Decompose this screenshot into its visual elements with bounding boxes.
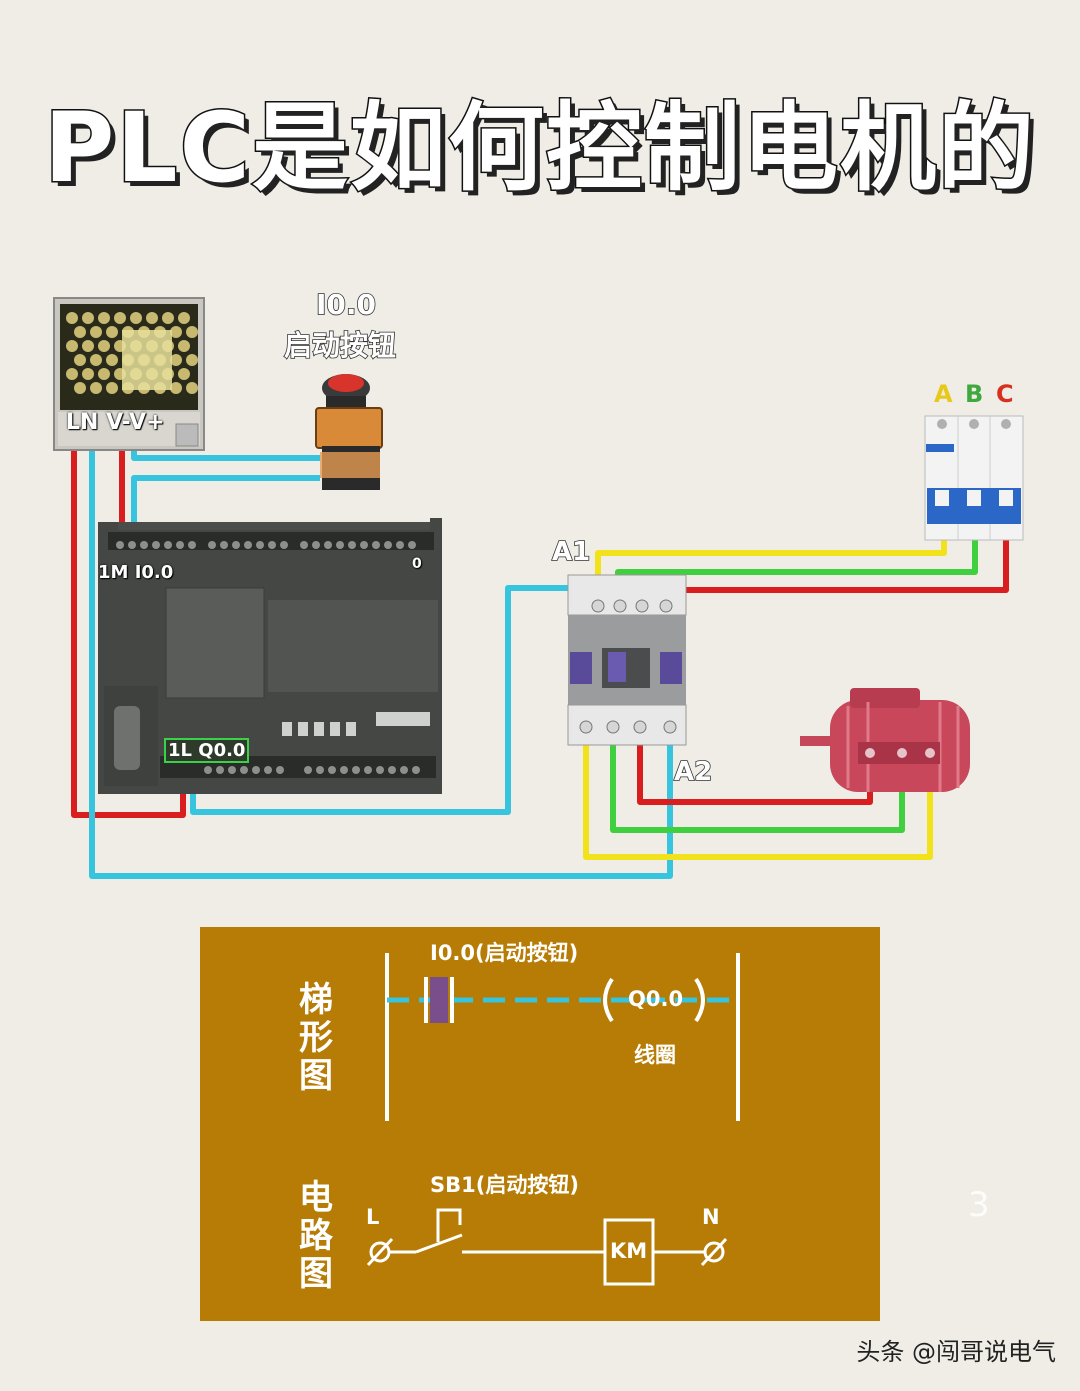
power-supply	[53, 297, 205, 451]
wire-phase-yellow-bottom	[583, 735, 933, 860]
page-title: PLC是如何控制电机的	[43, 91, 1036, 206]
wiring-diagram	[53, 297, 1024, 879]
phase-c-label: C	[996, 380, 1014, 408]
plc-zero-label: 0	[412, 556, 422, 572]
button-address-label: I0.0	[315, 287, 377, 322]
circuit-right-label: N	[702, 1205, 720, 1229]
plc-input-label: 1M I0.0	[98, 562, 174, 583]
phase-a-label: A	[934, 380, 953, 408]
contactor-a2-label: A2	[673, 756, 713, 788]
plc-device	[98, 518, 442, 794]
diagram-panel: 梯形图 电路图 I0.0(启动按钮) Q0.0 线圈 SB1(启动按钮) L N…	[200, 927, 880, 1321]
breaker-device	[924, 415, 1024, 541]
ladder-contact-label: I0.0(启动按钮)	[430, 941, 579, 965]
motor-device	[800, 688, 970, 792]
phase-b-label: B	[965, 380, 984, 408]
start-button-device	[315, 374, 383, 490]
page-number: 3	[968, 1185, 990, 1225]
contactor-a1-label: A1	[551, 536, 591, 568]
power-terminals-label: LN V-V+	[66, 410, 165, 435]
ladder-section-label: 梯形图	[299, 980, 333, 1096]
panel-drawing	[366, 953, 740, 1286]
contactor-device	[567, 574, 687, 746]
footer-watermark: 头条 @闯哥说电气	[856, 1338, 1056, 1366]
circuit-coil-label: KM	[610, 1239, 648, 1263]
circuit-switch-label: SB1(启动按钮)	[430, 1173, 579, 1197]
circuit-section-label: 电路图	[299, 1178, 333, 1294]
wire-n-cyan	[89, 440, 673, 879]
ladder-coil-caption: 线圈	[634, 1043, 676, 1067]
button-name-label: 启动按钮	[283, 328, 397, 363]
plc-output-label: 1L Q0.0	[164, 738, 250, 763]
circuit-left-label: L	[366, 1205, 380, 1229]
ladder-coil-label: Q0.0	[628, 987, 684, 1011]
wire-q00-cyan	[190, 585, 590, 815]
